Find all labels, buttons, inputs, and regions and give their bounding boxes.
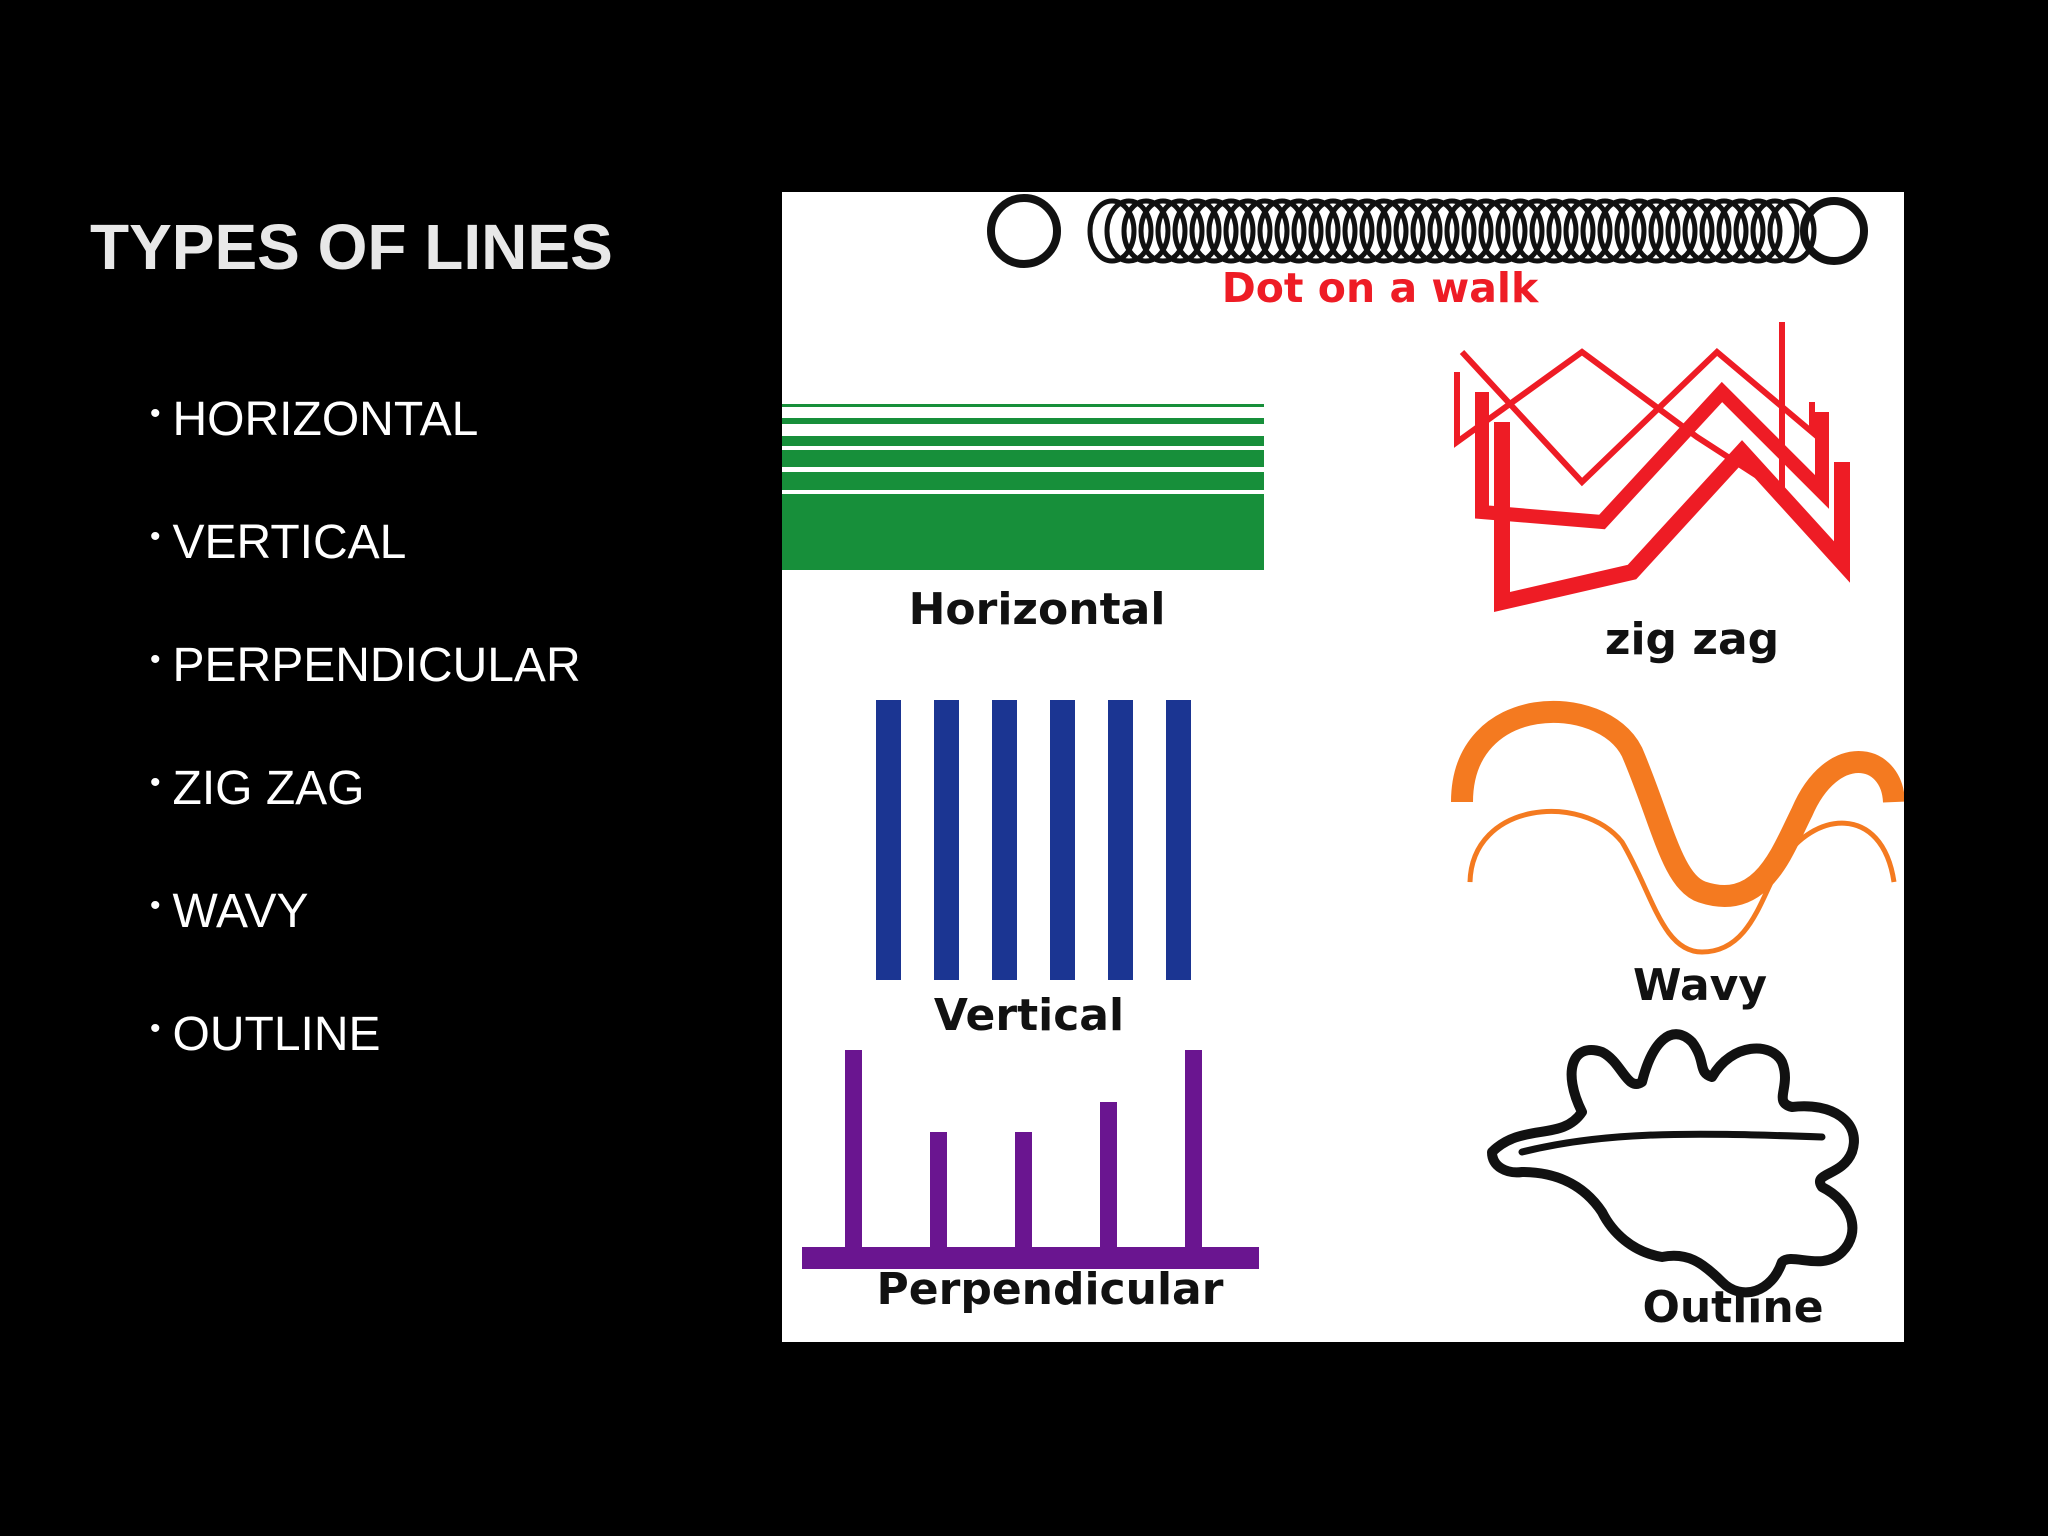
dot-walk-label: Dot on a walk — [1222, 264, 1540, 312]
bullet-text: VERTICAL — [172, 516, 407, 569]
walk-loop — [1342, 198, 1392, 264]
walk-loop — [1648, 198, 1698, 264]
walk-loop — [1274, 198, 1324, 264]
bullet-text: ZIG ZAG — [172, 762, 365, 815]
walk-loop — [1206, 198, 1256, 264]
vertical-lines-illustration — [876, 700, 1191, 980]
walk-loop — [1359, 198, 1409, 264]
line-types-figure: Dot on a walk Horizontal zig zag — [782, 192, 1904, 1342]
bullet-item: •ZIG ZAG — [150, 762, 581, 886]
walk-loop — [1410, 198, 1460, 264]
dot-icon — [987, 194, 1061, 268]
walk-loop — [1121, 198, 1171, 264]
walk-loop — [1665, 198, 1715, 264]
walk-loop — [1767, 198, 1817, 264]
walk-loop — [1631, 198, 1681, 264]
vertical-label: Vertical — [934, 990, 1124, 1041]
walk-loop — [1682, 198, 1732, 264]
walking-dot-loops — [1087, 198, 1817, 264]
zigzag-lines-illustration — [1454, 322, 1850, 613]
walk-loop — [1393, 198, 1443, 264]
walk-loop — [1597, 198, 1647, 264]
bullet-item: •PERPENDICULAR — [150, 639, 581, 763]
end-dot-icon — [1800, 197, 1868, 265]
horizontal-label: Horizontal — [909, 584, 1166, 635]
walk-loop — [1699, 198, 1749, 264]
walk-loop — [1376, 198, 1426, 264]
walk-loop — [1427, 198, 1477, 264]
perpendicular-label: Perpendicular — [877, 1264, 1224, 1315]
wavy-lines-illustration — [1451, 700, 1904, 955]
walk-loop — [1172, 198, 1222, 264]
walk-loop — [1257, 198, 1307, 264]
perpendicular-lines-illustration — [802, 1050, 1259, 1269]
walk-loop — [1750, 198, 1800, 264]
walk-loop — [1291, 198, 1341, 264]
bullet-item: •VERTICAL — [150, 516, 581, 640]
walk-loop — [1478, 198, 1528, 264]
walk-loop — [1087, 198, 1137, 264]
walk-loop — [1223, 198, 1273, 264]
dot-on-a-walk-illustration — [987, 194, 1868, 268]
horizontal-lines-illustration — [782, 404, 1264, 570]
walk-loop — [1308, 198, 1358, 264]
outline-label: Outline — [1642, 1282, 1823, 1333]
bullet-list: •HORIZONTAL •VERTICAL •PERPENDICULAR •ZI… — [150, 393, 581, 1132]
bullet-text: OUTLINE — [172, 1008, 381, 1061]
walk-loop — [1461, 198, 1511, 264]
walk-loop — [1495, 198, 1545, 264]
zigzag-label: zig zag — [1605, 614, 1779, 665]
bullet-text: WAVY — [172, 885, 309, 938]
outline-leaf-illustration — [1487, 1029, 1859, 1298]
slide-title: TYPES OF LINES — [90, 211, 613, 283]
walk-loop — [1155, 198, 1205, 264]
walk-loop — [1529, 198, 1579, 264]
bullet-text: PERPENDICULAR — [172, 639, 581, 692]
walk-loop — [1240, 198, 1290, 264]
bullet-text: HORIZONTAL — [172, 393, 479, 446]
bullet-item: •WAVY — [150, 885, 581, 1009]
walk-loop — [1189, 198, 1239, 264]
walk-loop — [1614, 198, 1664, 264]
walk-loop — [1563, 198, 1613, 264]
bullet-item: •HORIZONTAL — [150, 393, 581, 517]
walk-loop — [1512, 198, 1562, 264]
walk-loop — [1104, 198, 1154, 264]
wavy-label: Wavy — [1633, 960, 1767, 1011]
walk-loop — [1580, 198, 1630, 264]
walk-loop — [1733, 198, 1783, 264]
walk-loop — [1716, 198, 1766, 264]
walk-loop — [1138, 198, 1188, 264]
walk-loop — [1325, 198, 1375, 264]
walk-loop — [1546, 198, 1596, 264]
walk-loop — [1444, 198, 1494, 264]
bullet-item: •OUTLINE — [150, 1008, 581, 1132]
